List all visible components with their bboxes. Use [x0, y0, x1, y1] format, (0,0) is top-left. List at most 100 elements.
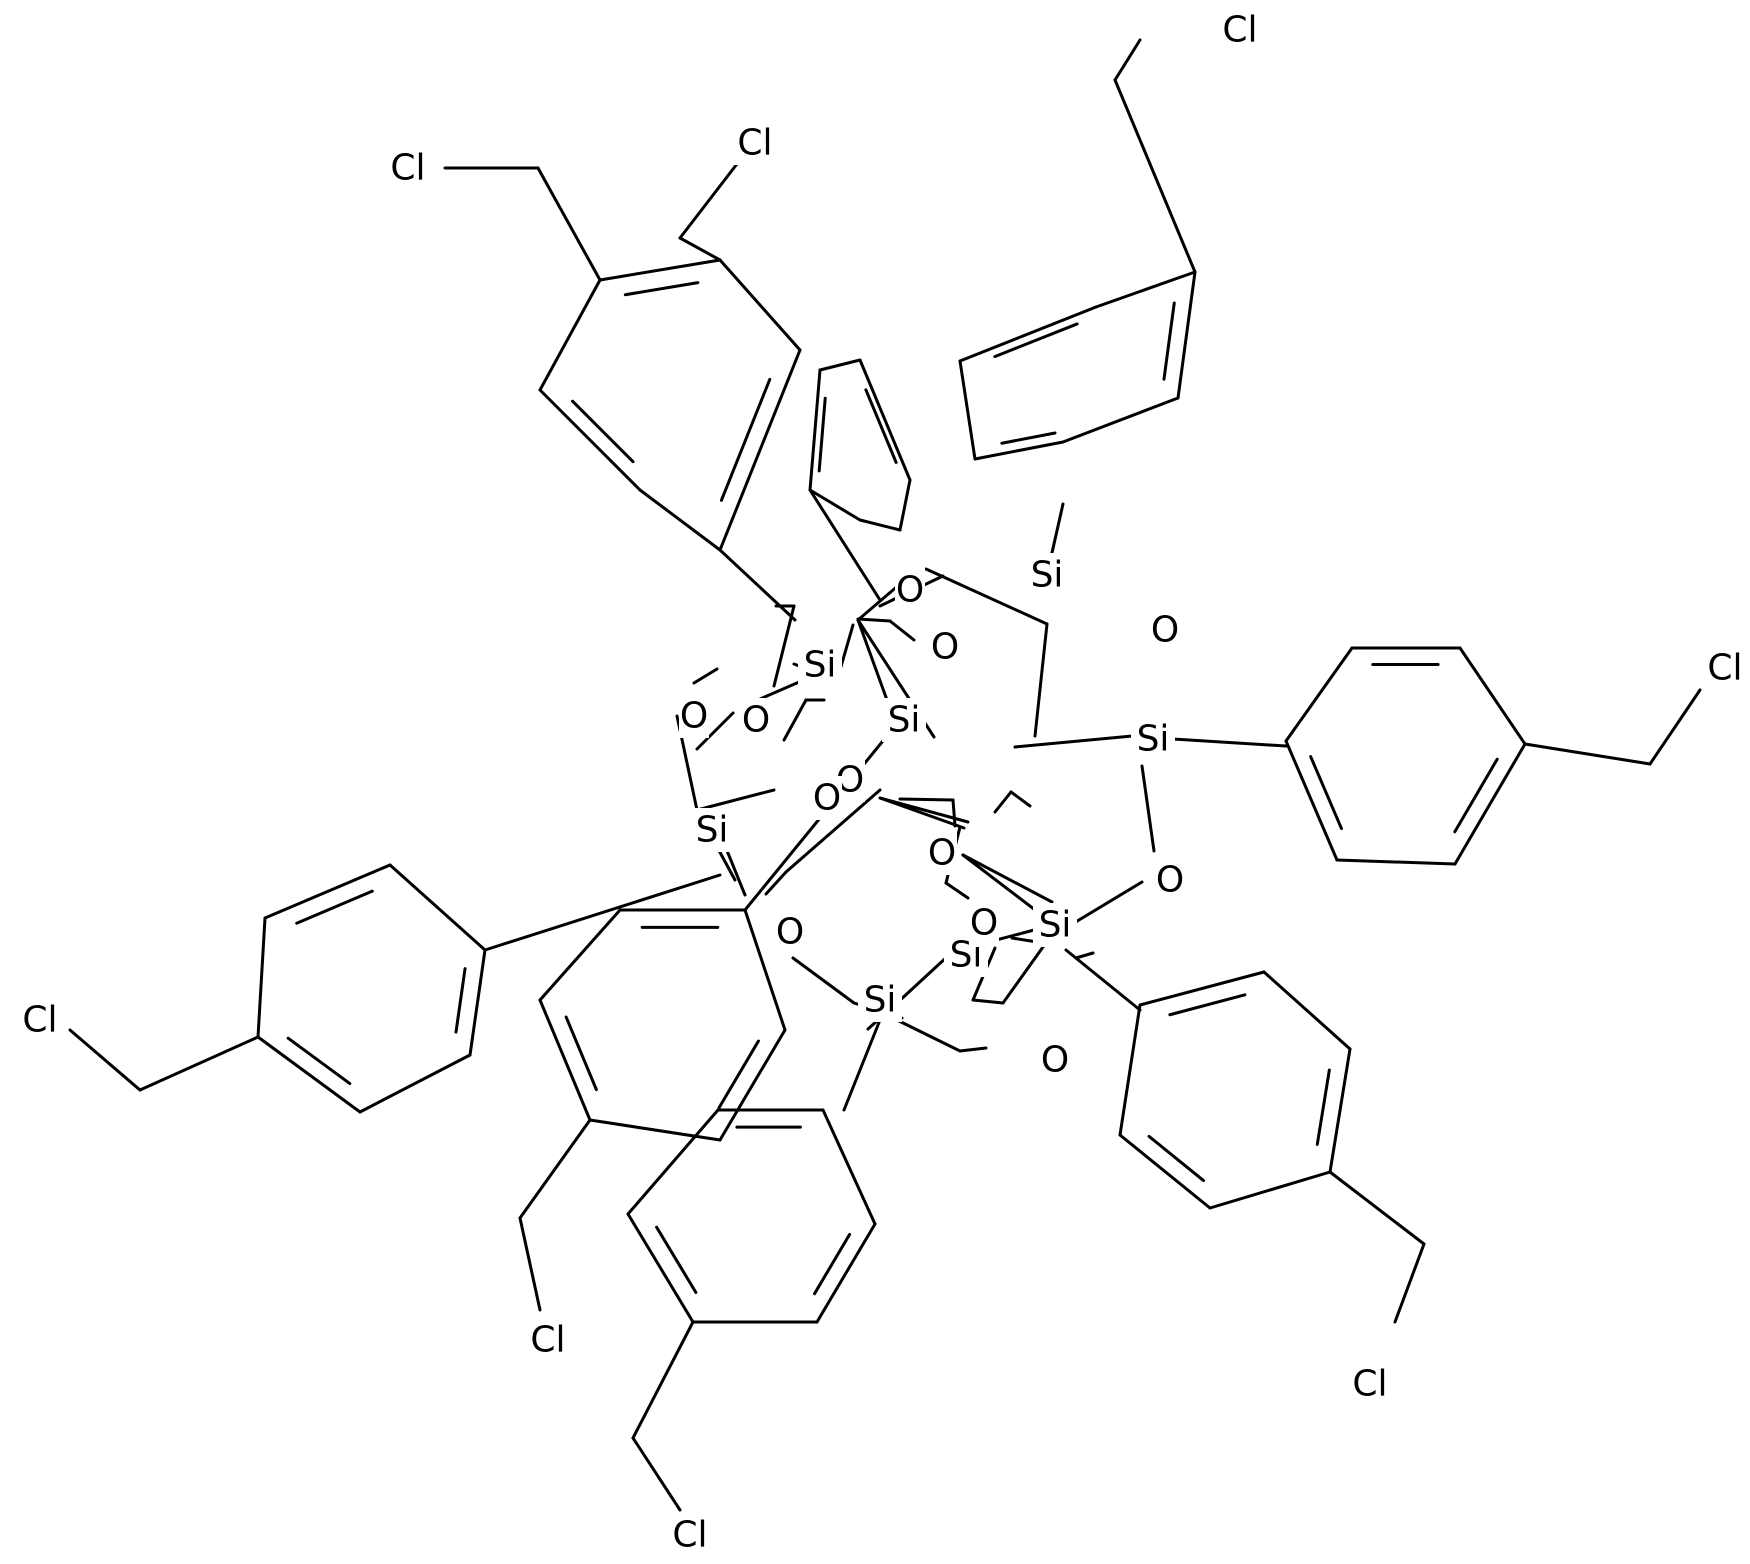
- o-atom-label-backdrop: [927, 831, 957, 875]
- o-atom-label: O: [1041, 1040, 1069, 1081]
- si-atom-label: Si: [864, 980, 897, 1021]
- chloromethyl-chain: [631, 1436, 682, 1512]
- cage-bond: [878, 796, 966, 830]
- o-atom-label-backdrop: [969, 901, 999, 945]
- chloromethyl-chain: [1328, 1170, 1426, 1246]
- o-atom-label-backdrop: [930, 625, 960, 669]
- aryl-ring-upper-left-bond: [718, 258, 802, 352]
- aryl-ring-bottom-bond: [626, 1108, 720, 1216]
- aryl-ring-bottom-double-bond: [813, 1232, 852, 1296]
- aryl-ring-upper-center-bond: [808, 488, 862, 522]
- aryl-ring-upper-left-bond: [538, 278, 602, 392]
- aryl-ring-lower-right-bond: [1328, 1047, 1352, 1174]
- si-atom-label: Si: [888, 700, 921, 741]
- aryl-ring-upper-left-bond: [538, 388, 642, 492]
- o-atom-label-backdrop: [1150, 608, 1180, 652]
- cl-atom-label-backdrop: [18, 998, 62, 1042]
- cage-bond: [695, 788, 776, 812]
- aryl-ring-upper-left-bond: [718, 348, 802, 552]
- o-atom-label: O: [896, 570, 924, 611]
- aryl-ring-left-double-bond: [454, 967, 467, 1034]
- aryl-ring-top-right-bond: [1176, 270, 1197, 400]
- aryl-ring-upper-left-bond: [638, 488, 722, 552]
- aryl-ring-left-bond: [388, 863, 487, 952]
- aryl-ring-right-bond: [1453, 742, 1527, 866]
- chloromethyl-chain: [678, 236, 722, 262]
- cage-bond: [888, 619, 916, 642]
- aryl-ring-lower-right-bond: [1118, 1133, 1212, 1210]
- aryl-ring-left-bond: [263, 863, 392, 920]
- aryl-ring-upper-center-bond: [818, 358, 862, 372]
- o-atom-label-backdrop: [812, 776, 842, 820]
- aryl-ring-upper-left-double-bond: [719, 377, 772, 502]
- o-atom-label: O: [680, 696, 708, 737]
- aryl-ring-lower-right-double-bond: [1315, 1068, 1331, 1146]
- aryl-ring-right-double-bond: [1453, 757, 1499, 834]
- cl-atom-label-backdrop: [1218, 8, 1262, 52]
- aryl-ring-lower-right-bond: [1208, 1170, 1332, 1210]
- o-atom-label: O: [970, 903, 998, 944]
- chloromethyl-chain: [1648, 688, 1702, 766]
- aryl-ring-top-right-bond: [1061, 396, 1180, 444]
- si-atom-label-backdrop: [798, 643, 842, 687]
- aryl-ring-left-double-bond: [295, 889, 374, 925]
- aryl-ring-lower-left-double-bond: [564, 1015, 598, 1092]
- cl-atom-label: Cl: [672, 1515, 707, 1556]
- aryl-ring-top-right-bond: [1094, 270, 1197, 309]
- si-atom-label: Si: [804, 645, 837, 686]
- cage-bond: [971, 998, 1005, 1005]
- cl-atom-label: Cl: [1222, 10, 1257, 51]
- cage-bond: [772, 604, 796, 688]
- si-aryl-bond: [483, 873, 722, 952]
- cage-bond: [692, 667, 719, 685]
- o-atom-label-backdrop: [775, 910, 805, 954]
- o-atom-label: O: [813, 778, 841, 819]
- cl-atom-label: Cl: [530, 1320, 565, 1361]
- cage-bond: [791, 956, 856, 1005]
- aryl-ring-top-right-double-bond: [993, 322, 1079, 359]
- aryl-ring-lower-right-bond: [1118, 1003, 1142, 1137]
- si-aryl-bond: [718, 548, 797, 622]
- cl-atom-label: Cl: [1352, 1364, 1387, 1405]
- aryl-ring-bottom-double-bond: [655, 1225, 698, 1294]
- cage-bond: [1140, 764, 1156, 853]
- si-atom-label-backdrop: [882, 698, 926, 742]
- cage-bond: [924, 567, 1049, 626]
- aryl-ring-top-right-double-bond: [1000, 431, 1057, 445]
- aryl-ring-right-double-bond: [1309, 755, 1343, 831]
- o-atom-label: O: [931, 627, 959, 668]
- aryl-ring-right-bond: [1458, 646, 1527, 746]
- cage-bond: [1009, 790, 1032, 808]
- aryl-ring-upper-left-double-bond: [571, 399, 635, 464]
- chloromethyl-chain: [518, 1118, 592, 1220]
- si-atom-label-backdrop: [1131, 717, 1175, 761]
- aryl-ring-lower-right-double-bond: [1168, 993, 1247, 1017]
- cl-atom-label-backdrop: [526, 1318, 570, 1362]
- chloromethyl-chain: [536, 166, 602, 282]
- si-atom-label: Si: [1137, 719, 1170, 760]
- chloromethyl-chain: [1393, 1242, 1426, 1324]
- aryl-ring-lower-left-double-bond: [717, 1039, 760, 1110]
- o-atom-label-backdrop: [1155, 858, 1185, 902]
- o-atom-label-backdrop: [895, 568, 925, 612]
- si-atom-label-backdrop: [858, 978, 902, 1022]
- si-atom-label: Si: [1039, 905, 1072, 946]
- cage-bond: [1074, 951, 1095, 960]
- cage-bond: [958, 1046, 988, 1053]
- aryl-ring-upper-center-bond: [858, 358, 912, 482]
- cage-bond: [951, 798, 957, 828]
- aryl-ring-top-right-double-bond: [1162, 301, 1176, 381]
- aryl-ring-lower-left-bond: [588, 1118, 722, 1142]
- o-atom-label-backdrop: [741, 698, 771, 742]
- o-atom-label: O: [1151, 610, 1179, 651]
- aryl-ring-top-right-bond: [958, 305, 1098, 363]
- cage-bond: [856, 618, 889, 702]
- cl-atom-label-backdrop: [1703, 646, 1747, 690]
- si-atom-label: Si: [1031, 555, 1064, 596]
- aryl-ring-left-bond: [468, 948, 487, 1057]
- si-atom-label-backdrop: [1025, 553, 1069, 597]
- si-atom-label: Si: [696, 810, 729, 851]
- chloromethyl-chain: [678, 158, 742, 240]
